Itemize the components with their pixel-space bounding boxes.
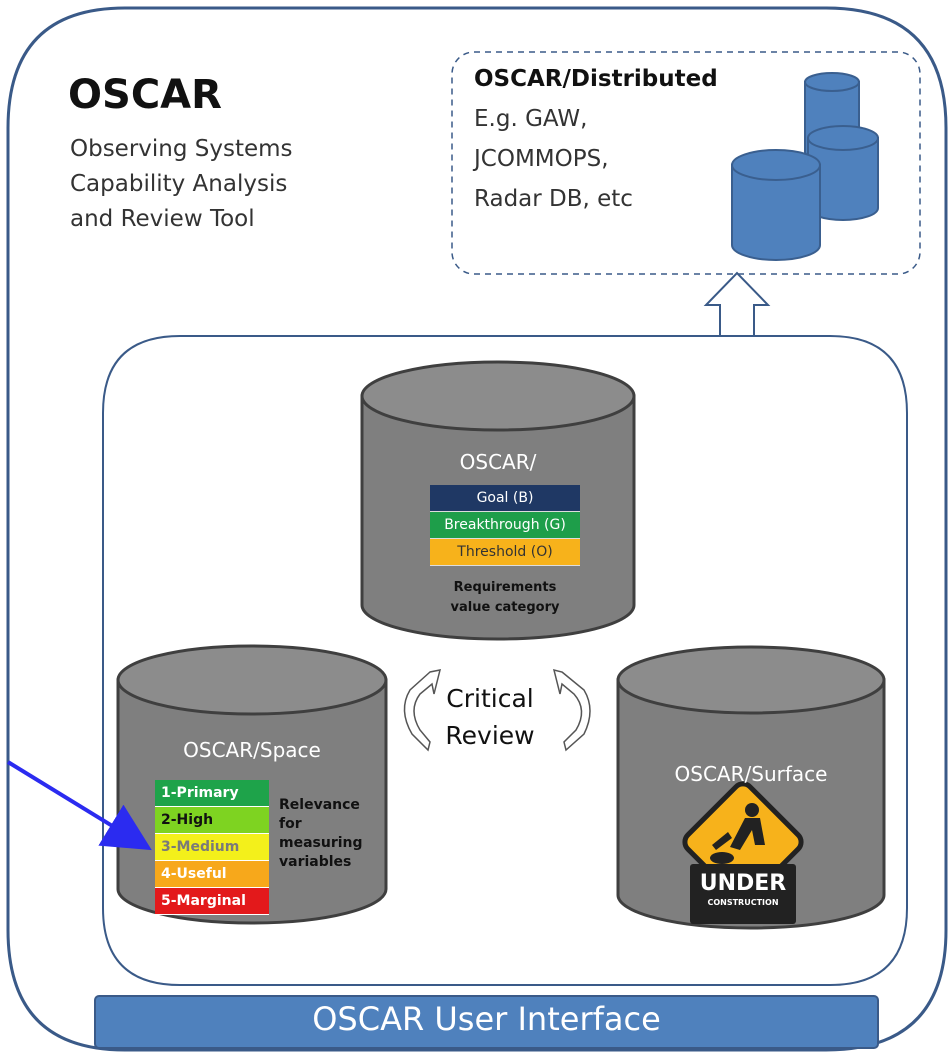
review-cycle-icon [403,668,591,752]
distributed-line: E.g. GAW, [474,106,588,132]
subtitle-line: Capability Analysis [70,171,288,197]
relevance-medium: 3-Medium [155,834,269,861]
relevance-description: Relevance for measuring variables [279,796,363,872]
sign-text-under: UNDER [699,871,787,896]
relevance-description-line: for [279,816,302,832]
page-title: OSCAR [68,72,222,118]
under-construction-sign-icon [682,781,804,924]
relevance-table: 1-Primary 2-High 3-Medium 4-Useful 5-Mar… [155,780,269,915]
category-breakthrough: Breakthrough (G) [430,512,580,539]
sign-text-construction: CONSTRUCTION [707,898,779,907]
user-interface-label: OSCAR User Interface [312,1000,661,1038]
requirements-db-label: OSCAR/ [459,450,537,474]
review-line: Review [445,721,535,750]
pointer-arrow [6,760,152,851]
relevance-primary: 1-Primary [155,780,269,807]
db-blue-icon [731,72,879,261]
up-arrow-icon [703,271,771,336]
review-line: Critical [446,684,534,713]
space-db-label: OSCAR/Space [183,738,321,762]
surface-db-label: OSCAR/Surface [674,762,828,786]
critical-review-label: Critical Review [440,680,540,754]
subtitle-line: and Review Tool [70,206,255,232]
distributed-title: OSCAR/Distributed [474,66,718,92]
relevance-description-line: variables [279,854,352,870]
requirements-description-line: value category [450,600,560,615]
relevance-description-line: measuring [279,835,363,851]
user-interface-bar [94,995,879,1049]
distributed-line: Radar DB, etc [474,186,633,212]
distributed-line: JCOMMOPS, [474,146,609,172]
page-subtitle: Observing Systems Capability Analysis an… [70,132,400,237]
relevance-description-line: Relevance [279,797,360,813]
requirements-description-line: Requirements [453,580,557,595]
relevance-high: 2-High [155,807,269,834]
category-threshold: Threshold (O) [430,539,580,566]
category-goal: Goal (B) [430,485,580,512]
subtitle-line: Observing Systems [70,136,293,162]
relevance-marginal: 5-Marginal [155,888,269,915]
relevance-useful: 4-Useful [155,861,269,888]
requirements-category-table: Goal (B) Breakthrough (G) Threshold (O) [430,485,580,566]
requirements-description: Requirements value category [400,578,610,618]
distributed-box [451,51,921,275]
